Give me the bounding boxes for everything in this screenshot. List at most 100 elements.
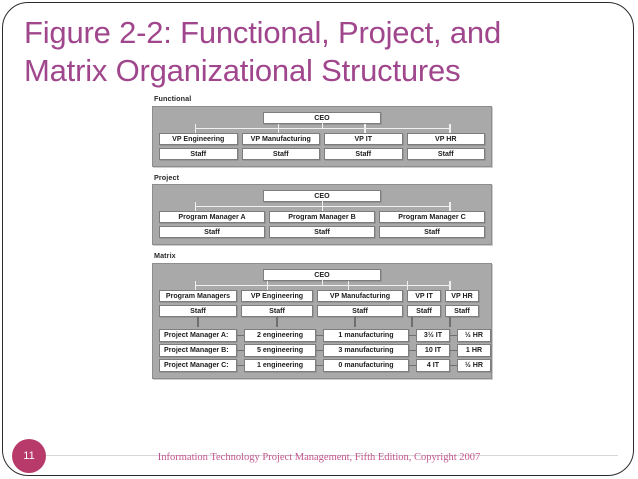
box-staff: Staff (317, 304, 403, 317)
page-title: Figure 2-2: Functional, Project, and Mat… (24, 14, 604, 90)
connector-vertical-top (322, 277, 324, 285)
cell-hr: 1 HR (457, 344, 491, 357)
section-project: Project CEO Program Manager A Program Ma… (152, 172, 492, 245)
connector-stub-1 (194, 123, 197, 133)
cell-hr: ½ HR (457, 329, 491, 342)
box-ceo: CEO (263, 111, 381, 124)
box-manager: Program Managers (159, 289, 237, 302)
connector-stub-2 (277, 123, 280, 133)
page-number-badge: 11 (12, 439, 46, 473)
connector-stub-1 (194, 202, 197, 211)
connector-stub-4 (406, 280, 409, 290)
cell-engineering: 1 engineering (244, 359, 316, 372)
box-staff: Staff (407, 304, 441, 317)
drop-line-1 (197, 316, 199, 327)
box-manager: VP Engineering (241, 289, 313, 302)
box-staff: Staff (406, 147, 485, 160)
cell-hr: ½ HR (457, 359, 491, 372)
section-label-functional: Functional (154, 94, 192, 103)
section-functional: Functional CEO VP Engineering VP Manufac… (152, 94, 492, 167)
connector-stub-2 (266, 280, 268, 290)
connector-lines (159, 199, 485, 211)
box-staff: Staff (159, 147, 238, 160)
footer-text: Information Technology Project Managemen… (157, 452, 481, 463)
box-ceo: CEO (263, 190, 381, 202)
row-connector (237, 334, 244, 336)
row-connector (409, 349, 416, 351)
box-manager: VP IT (324, 132, 403, 145)
row-connector (237, 349, 244, 351)
box-staff: Staff (159, 304, 237, 317)
cell-it: 10 IT (416, 344, 450, 357)
cell-manufacturing: 0 manufacturing (323, 359, 409, 372)
connector-horizontal-bar (194, 284, 450, 286)
cell-project-manager-name: Project Manager A: (159, 329, 237, 342)
drop-line-3 (354, 316, 356, 327)
section-label-project: Project (154, 172, 180, 182)
manager-row: VP Engineering VP Manufacturing VP IT VP… (159, 132, 485, 145)
box-manager: VP HR (406, 132, 485, 145)
connector-vertical-top (322, 120, 324, 128)
section-label-matrix: Matrix (154, 251, 176, 260)
ceo-row: CEO (159, 190, 485, 202)
diagram-panel-matrix: CEO Program Managers VP Engineering VP M… (152, 262, 492, 379)
staff-row: Staff Staff Staff Staff (159, 147, 485, 160)
box-staff: Staff (159, 226, 265, 238)
connector-stub-1 (194, 280, 197, 290)
table-row: Project Manager B: 5 engineering 3 manuf… (159, 344, 491, 357)
box-manager: VP Manufacturing (317, 289, 403, 302)
box-staff: Staff (241, 304, 313, 317)
cell-manufacturing: 1 manufacturing (323, 329, 409, 342)
box-manager: VP HR (445, 289, 479, 302)
connector-stub-4 (449, 123, 451, 133)
connector-stub-3 (348, 280, 350, 290)
row-connector (450, 349, 457, 351)
row-connector (450, 334, 457, 336)
footer-divider (46, 455, 618, 456)
cell-engineering: 2 engineering (244, 329, 316, 342)
cell-project-manager-name: Project Manager B: (159, 344, 237, 357)
connector-horizontal-bar (194, 127, 450, 129)
cell-engineering: 5 engineering (244, 344, 316, 357)
connector-stub-5 (449, 280, 451, 290)
box-manager: Program Manager A (159, 211, 265, 223)
box-staff: Staff (241, 147, 320, 160)
matrix-drop-lines (159, 316, 485, 327)
org-structure-figure: Functional CEO VP Engineering VP Manufac… (152, 94, 492, 436)
diagram-panel-project: CEO Program Manager A Program Manager B … (152, 184, 492, 245)
cell-it: 3½ IT (416, 329, 450, 342)
row-connector (450, 364, 457, 366)
staff-row: Staff Staff Staff Staff Staff (159, 304, 485, 317)
row-connector (316, 334, 323, 336)
box-manager: VP IT (407, 289, 441, 302)
manager-row: Program Manager A Program Manager B Prog… (159, 211, 485, 223)
cell-it: 4 IT (416, 359, 450, 372)
box-manager: VP Engineering (159, 132, 238, 145)
manager-row: Program Managers VP Engineering VP Manuf… (159, 289, 485, 302)
row-connector (316, 364, 323, 366)
box-ceo: CEO (263, 268, 381, 281)
row-connector (237, 364, 244, 366)
staff-row: Staff Staff Staff (159, 226, 485, 238)
cell-manufacturing: 3 manufacturing (323, 344, 409, 357)
ceo-row: CEO (159, 268, 485, 281)
diagram-panel-functional: CEO VP Engineering VP Manufacturing VP I… (152, 105, 492, 167)
box-staff: Staff (445, 304, 479, 317)
box-manager: Program Manager B (269, 211, 375, 223)
table-row: Project Manager C: 1 engineering 0 manuf… (159, 359, 491, 372)
row-connector (409, 364, 416, 366)
page-title-line-1: Figure 2-2: Functional, Project, and (24, 15, 501, 50)
connector-lines (159, 277, 485, 290)
box-manager: Program Manager C (379, 211, 485, 223)
row-connector (409, 334, 416, 336)
box-staff: Staff (269, 226, 375, 238)
box-manager: VP Manufacturing (241, 132, 320, 145)
connector-stub-3 (364, 123, 366, 133)
section-matrix: Matrix CEO Program Managers VP Engineeri… (152, 251, 492, 379)
box-staff: Staff (379, 226, 485, 238)
drop-line-4 (411, 316, 413, 327)
ceo-row: CEO (159, 111, 485, 124)
connector-lines (159, 120, 485, 133)
table-row: Project Manager A: 2 engineering 1 manuf… (159, 329, 491, 342)
